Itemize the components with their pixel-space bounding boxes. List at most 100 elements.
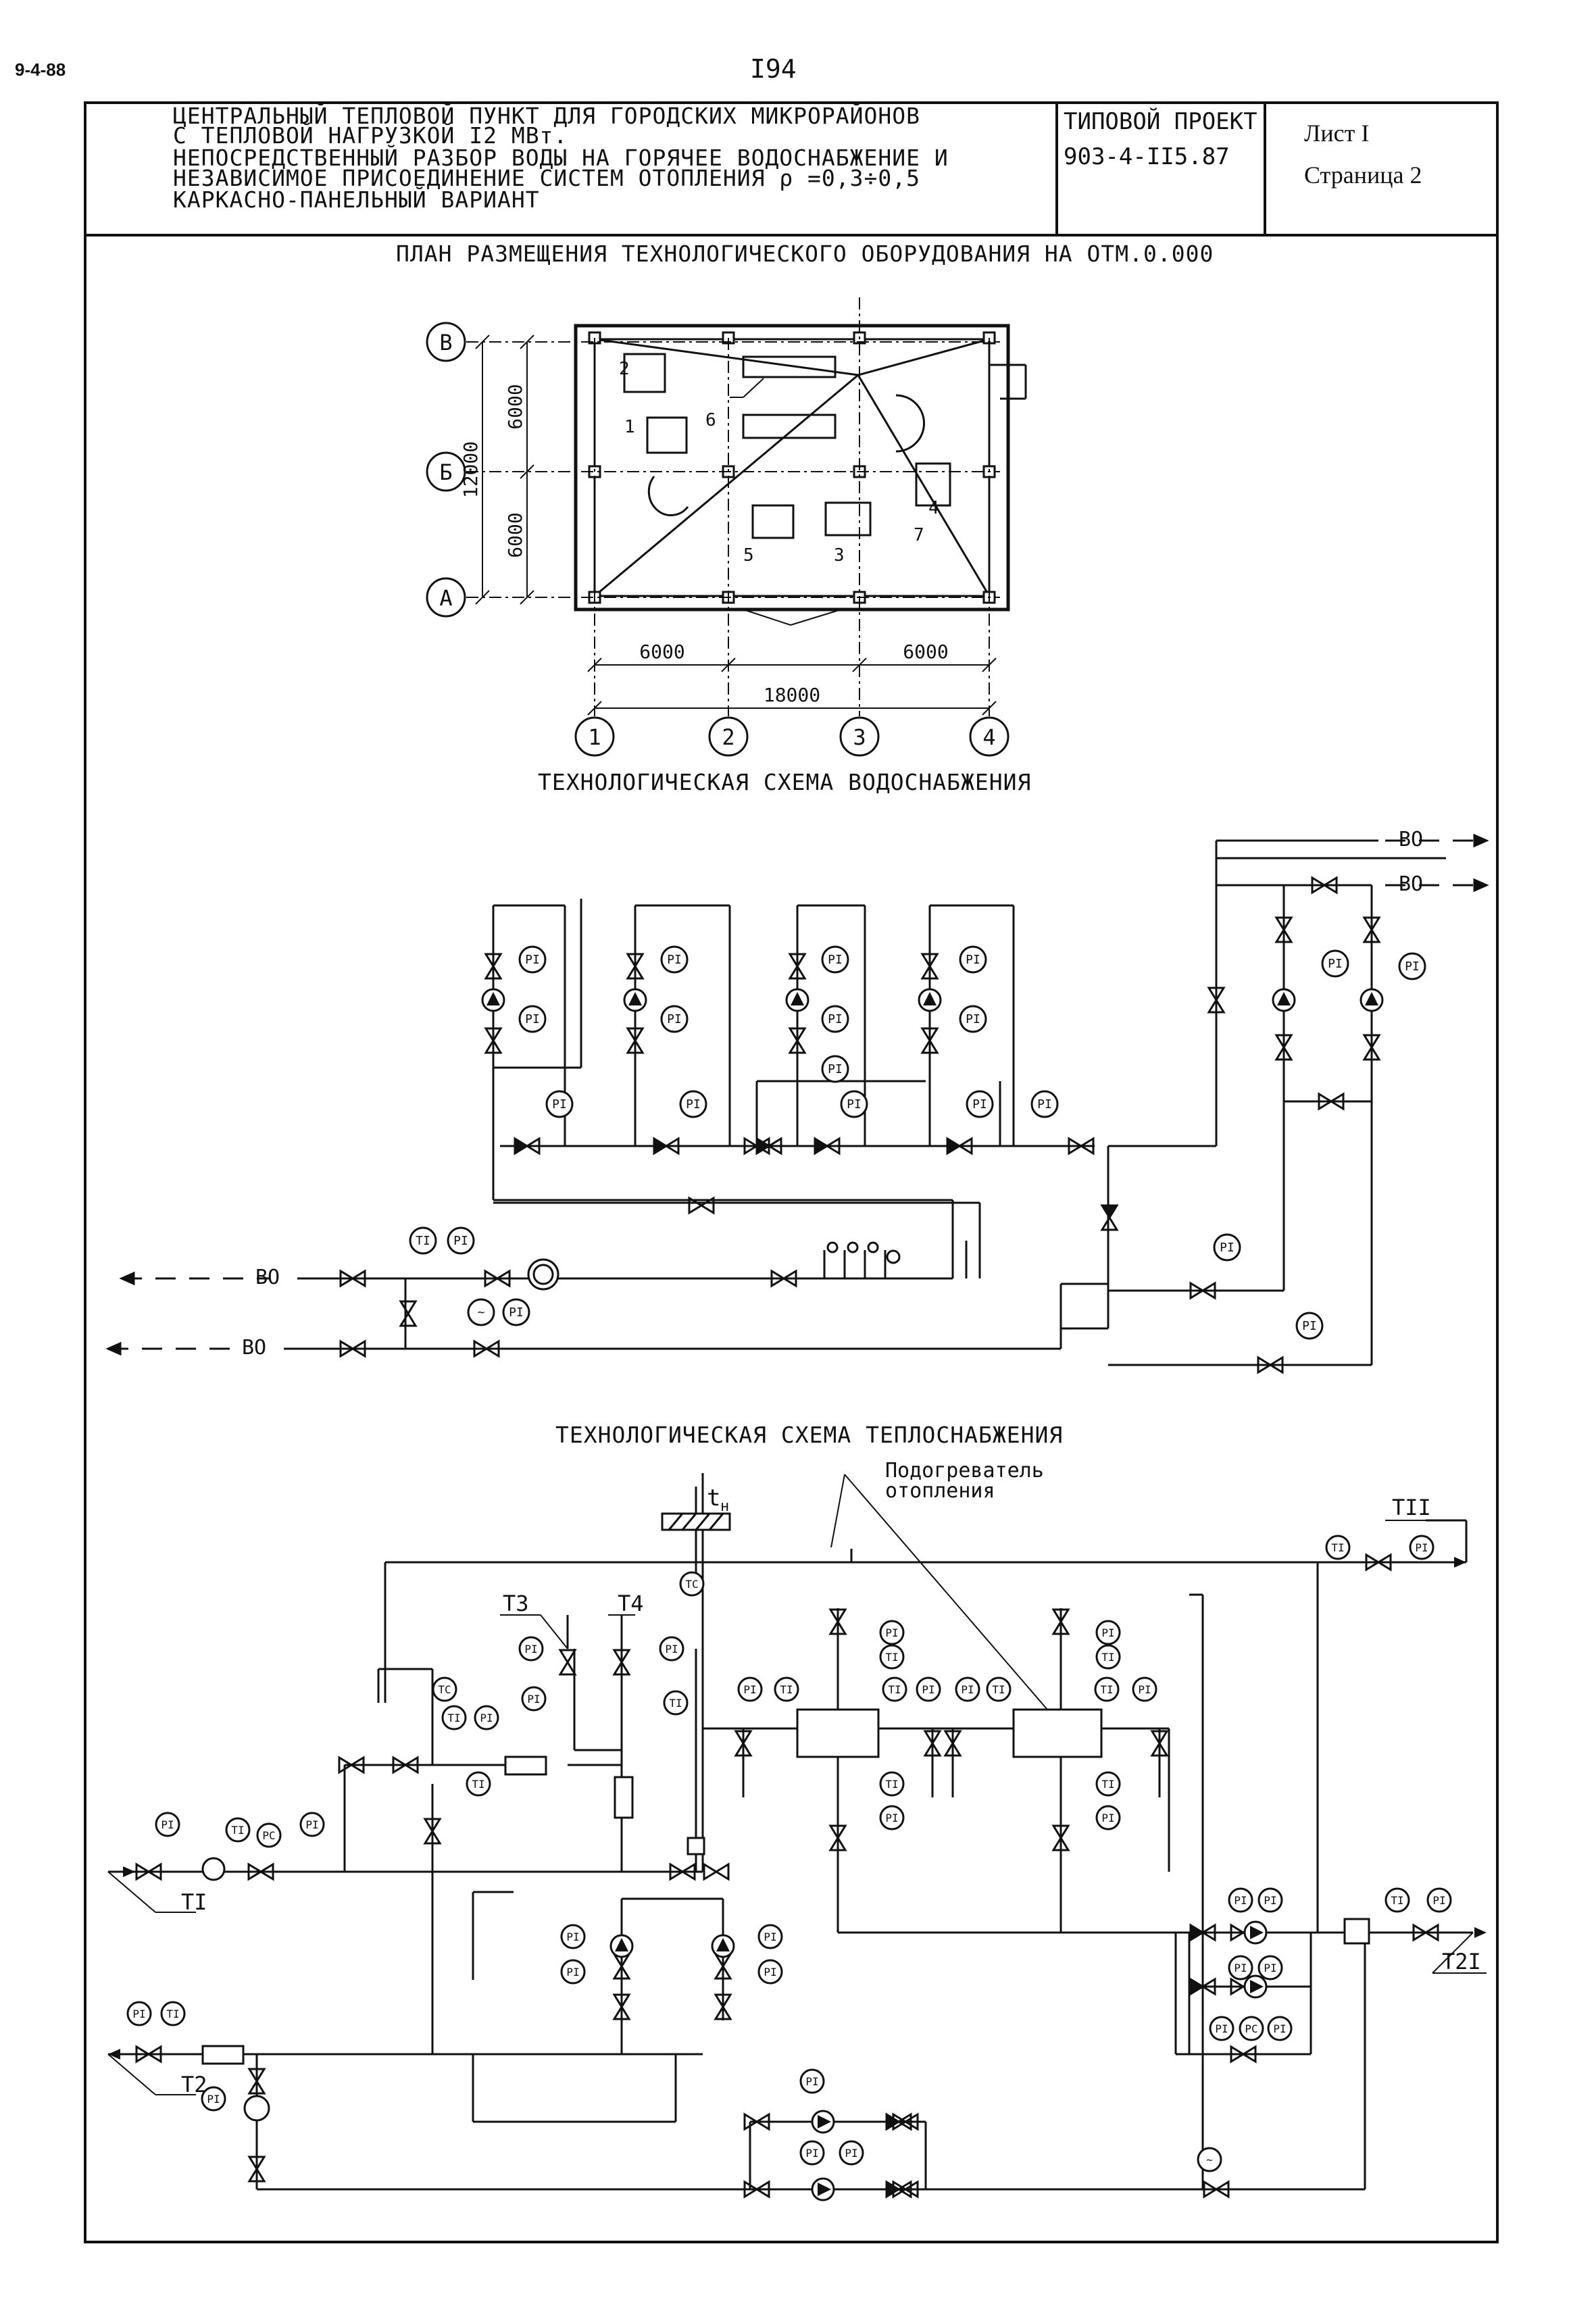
- pressure-gauge: PI: [686, 1097, 701, 1112]
- equipment-label: 7: [914, 525, 924, 545]
- pressure-gauge: PI: [828, 1012, 843, 1026]
- document-code: 9-4-88: [15, 59, 66, 80]
- heater-label: Подогреватель: [885, 1459, 1044, 1483]
- pressure-gauge: PI: [453, 1234, 468, 1248]
- title-block-divider: [1055, 101, 1058, 237]
- pipe-label-t11: TII: [1392, 1495, 1431, 1520]
- heat-exchangers: [796, 1474, 1103, 1758]
- pressure-gauge: PI: [805, 2147, 818, 2160]
- gate-valve: [559, 1649, 576, 1676]
- title-block: [84, 101, 1499, 237]
- regulator-icon: [201, 1857, 226, 1881]
- pressure-gauge: PI: [527, 1693, 540, 1706]
- heat-arrows: [108, 1557, 1487, 2060]
- water-valves: [339, 876, 1380, 1374]
- axis-label-row: Б: [439, 459, 452, 485]
- temperature-controller: TC: [438, 1683, 451, 1696]
- pressure-gauge: PI: [885, 1626, 898, 1639]
- pipe-label-t21: T2I: [1442, 1949, 1481, 1974]
- pipe-label-t2: T2: [181, 2072, 207, 2097]
- project-code: 903-4-II5.87: [1064, 143, 1230, 170]
- pipe-label-vo: ВО: [255, 1266, 280, 1289]
- pressure-gauge: PI: [1037, 1097, 1052, 1112]
- pressure-gauge: PI: [743, 1683, 756, 1696]
- pressure-gauge: PI: [885, 1812, 898, 1824]
- pump-icon: [623, 988, 647, 1012]
- pump-icon: [811, 2177, 835, 2201]
- title-line: НЕЗАВИСИМОЕ ПРИСОЕДИНЕНИЕ СИСТЕМ ОТОПЛЕН…: [173, 165, 920, 191]
- pressure-gauge: PI: [1432, 1894, 1445, 1907]
- pressure-gauge: PI: [1220, 1241, 1235, 1255]
- temperature-gauge: TI: [780, 1683, 793, 1696]
- pressure-gauge: PI: [1405, 960, 1420, 974]
- pump-icon: [609, 1934, 634, 1958]
- equipment-label: 5: [743, 545, 754, 566]
- plan-axes: [466, 297, 1000, 716]
- pressure-gauge: PI: [764, 1931, 776, 1943]
- heat-scheme-title: ТЕХНОЛОГИЧЕСКАЯ СХЕМА ТЕПЛОСНАБЖЕНИЯ: [555, 1422, 1064, 1448]
- pipe-label-t4: T4: [618, 1591, 644, 1616]
- plan-columns: [588, 331, 996, 604]
- pressure-gauge: PI: [1101, 1812, 1114, 1824]
- title-line: ЦЕНТРАЛЬНЫЙ ТЕПЛОВОЙ ПУНКТ ДЛЯ ГОРОДСКИХ…: [173, 103, 920, 129]
- gate-valve: [703, 1863, 730, 1881]
- axis-label-col: 2: [722, 724, 734, 750]
- pressure-gauge: PI: [566, 1931, 579, 1943]
- heat-gauges: [126, 1535, 1452, 2172]
- dim-vertical: 6000: [504, 384, 526, 429]
- pressure-gauge: PI: [667, 953, 682, 967]
- pressure-gauge: PI: [566, 1966, 579, 1978]
- pipe-label-vo: ВО: [1399, 828, 1423, 851]
- title-line: НЕПОСРЕДСТВЕННЫЙ РАЗБОР ВОДЫ НА ГОРЯЧЕЕ …: [173, 145, 949, 171]
- pump-icon: [1360, 988, 1384, 1012]
- temperature-gauge: TI: [992, 1683, 1005, 1696]
- sample-taps: [823, 1241, 901, 1278]
- temperature-gauge: TI: [1100, 1683, 1113, 1696]
- sheet-label: Лист I: [1304, 120, 1370, 147]
- water-pipes: [108, 839, 1487, 1366]
- temperature-gauge: TI: [885, 1651, 898, 1664]
- outdoor-temperature-subscript: н: [720, 1498, 729, 1515]
- temperature-gauge: TI: [166, 2008, 179, 2020]
- pump-icon: [481, 988, 505, 1012]
- dim-horizontal: 6000: [639, 641, 684, 663]
- temperature-gauge: TI: [231, 1824, 244, 1837]
- temperature-gauge: TI: [885, 1778, 898, 1791]
- heater-1: [796, 1708, 880, 1758]
- temperature-gauge: TI: [472, 1778, 484, 1791]
- floor-plan: [574, 324, 1027, 626]
- pressure-gauge: PI: [1264, 1962, 1276, 1974]
- pipe-label-t3: T3: [503, 1591, 529, 1616]
- heat-pumps: [201, 1756, 1370, 2201]
- water-meter-icon: [527, 1258, 559, 1291]
- dim-total-width: 18000: [764, 684, 820, 706]
- pressure-gauge: PI: [665, 1643, 678, 1656]
- pressure-controller: PC: [262, 1829, 275, 1842]
- temperature-controller: TC: [685, 1578, 698, 1591]
- water-gauge-labels: PI PI PI PI PI PI PI PI PI PI PI PI PI P…: [416, 953, 1420, 1333]
- pump-icon: [1272, 988, 1296, 1012]
- pressure-gauge: PI: [1264, 1894, 1276, 1907]
- temperature-gauge: TI: [416, 1234, 430, 1248]
- regulator-icon: [1343, 1918, 1370, 1945]
- heat-pipe-leaders: [107, 1520, 1487, 2095]
- flow-meter: ~: [478, 1305, 485, 1320]
- pressure-gauge: PI: [961, 1683, 974, 1696]
- pressure-gauge: PI: [828, 953, 843, 967]
- pressure-gauge: PI: [132, 2008, 145, 2020]
- temperature-gauge: TI: [447, 1712, 460, 1724]
- page-number: I94: [750, 54, 797, 84]
- pressure-gauge: PI: [1215, 2022, 1228, 2035]
- pressure-gauge: PI: [525, 953, 540, 967]
- filter-icon: [504, 1756, 547, 1776]
- heat-gauge-labels: TC TI PI PI PI PI TI TC TI PI TI PI TI P…: [132, 1541, 1445, 2166]
- pipe-label-t1: TI: [181, 1889, 207, 1915]
- flow-meter-icon: [243, 2095, 270, 2122]
- equipment-label: 1: [624, 417, 635, 437]
- pipe-label-vo: ВО: [242, 1336, 266, 1360]
- pressure-gauge: PI: [1101, 1626, 1114, 1639]
- pump-icon: [711, 1934, 735, 1958]
- pressure-gauge: PI: [922, 1683, 934, 1696]
- pressure-gauge: PI: [1234, 1962, 1247, 1974]
